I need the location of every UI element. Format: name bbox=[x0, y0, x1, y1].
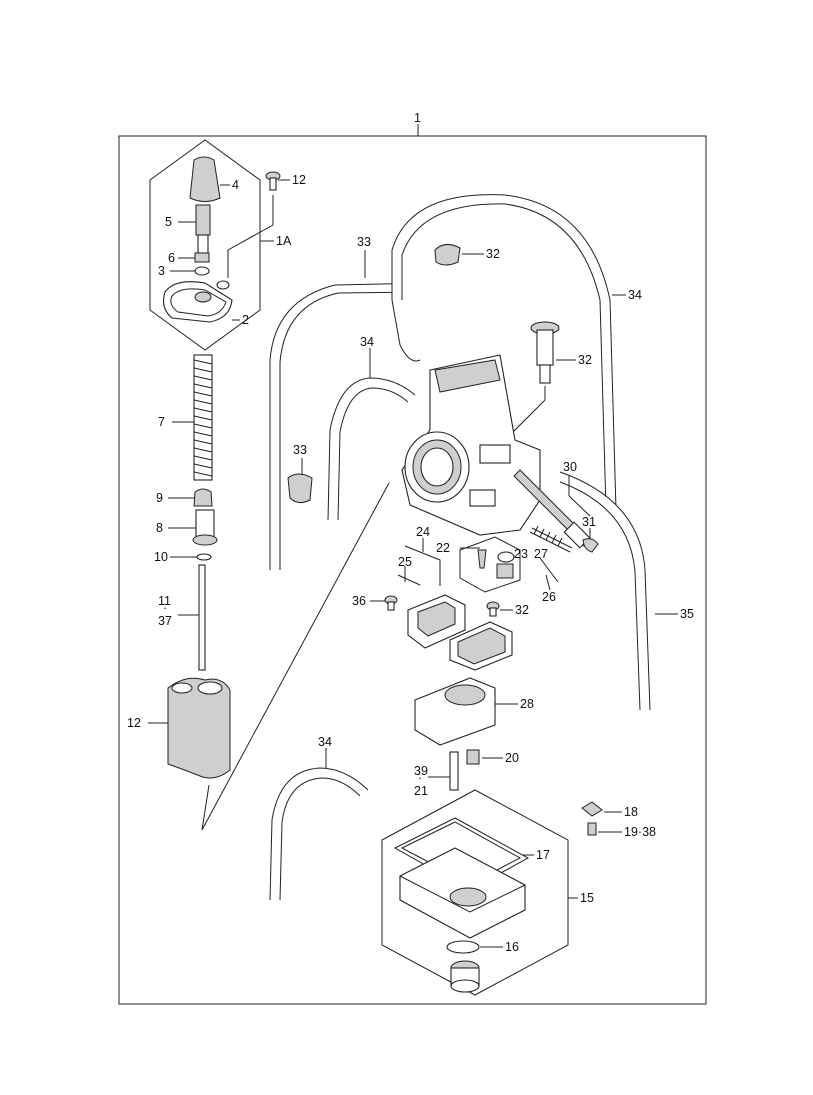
part-starter-plunger bbox=[530, 321, 560, 384]
part-main-jet bbox=[449, 751, 459, 791]
callout-19-38: 20 bbox=[505, 751, 519, 765]
svg-text:·: · bbox=[163, 601, 167, 615]
callout-13: 12 bbox=[292, 173, 306, 187]
callout-16: 17 bbox=[536, 848, 550, 862]
callout-7: 7 bbox=[158, 415, 165, 429]
callout-4: 4 bbox=[232, 178, 239, 192]
part-float-bowl bbox=[399, 847, 526, 939]
callout-31: 32 bbox=[515, 603, 529, 617]
drain-hose-35 bbox=[269, 767, 369, 901]
callout-1: 1 bbox=[414, 111, 421, 125]
sub-assembly-1a-outline bbox=[149, 139, 261, 351]
float-bowl-kit-outline bbox=[381, 789, 569, 996]
callout-25: 28 bbox=[520, 697, 534, 711]
callout-18: 19·38 bbox=[624, 825, 656, 839]
vent-hose-34-left bbox=[327, 377, 416, 521]
callout-39: 21 bbox=[414, 784, 428, 798]
part-cable-cap bbox=[189, 156, 221, 202]
callout-11: 11 bbox=[158, 594, 171, 608]
callout-36: 36 bbox=[352, 594, 366, 608]
part-float bbox=[407, 594, 513, 671]
part-jet-needle bbox=[198, 564, 206, 671]
part-throttle-valve bbox=[167, 677, 231, 779]
part-hose-clip-upper bbox=[434, 244, 461, 266]
callout-12: 12 bbox=[127, 716, 141, 730]
callout-5: 5 bbox=[165, 215, 172, 229]
callout-34a: 34 bbox=[360, 335, 374, 349]
callout-27: 27 bbox=[534, 547, 548, 561]
callout-33a: 33 bbox=[357, 235, 371, 249]
part-drain-plug bbox=[450, 960, 480, 993]
callout-32b: 33 bbox=[293, 443, 307, 457]
callout-28: 30 bbox=[563, 460, 577, 474]
callout-8: 8 bbox=[156, 521, 163, 535]
callout-22: 23 bbox=[514, 547, 528, 561]
callout-20: 39 bbox=[414, 764, 428, 778]
part-float-bowl-body bbox=[414, 677, 496, 746]
part-carburetor-body bbox=[401, 354, 541, 536]
callout-3: 3 bbox=[158, 264, 165, 278]
part-hose-clip-lower bbox=[287, 473, 313, 504]
callout-30: 32 bbox=[578, 353, 592, 367]
callout-32a: 32 bbox=[486, 247, 500, 261]
callout-9: 9 bbox=[156, 491, 163, 505]
callout-33b: 34 bbox=[628, 288, 642, 302]
assembly-frame bbox=[118, 135, 707, 1005]
part-o-ring bbox=[446, 940, 480, 954]
callout-1a: 1A bbox=[276, 234, 292, 248]
callout-15: 16 bbox=[505, 940, 519, 954]
vent-hose-34-right bbox=[559, 471, 651, 711]
callout-35: 34 bbox=[318, 735, 332, 749]
part-pilot-screw-spring bbox=[529, 525, 573, 553]
callout-17: 18 bbox=[624, 805, 638, 819]
callout-37: 37 bbox=[158, 614, 172, 628]
callout-24: 25 bbox=[398, 555, 412, 569]
part-throttle-spring bbox=[193, 354, 213, 481]
callout-26: 26 bbox=[542, 590, 556, 604]
svg-text:·: · bbox=[418, 771, 422, 785]
callout-29: 31 bbox=[582, 515, 596, 529]
callout-34b: 35 bbox=[680, 607, 694, 621]
callout-6: 6 bbox=[168, 251, 175, 265]
callout-14: 15 bbox=[580, 891, 594, 905]
callout-2: 2 bbox=[242, 313, 249, 327]
callout-21: 22 bbox=[436, 541, 450, 555]
callout-10: 10 bbox=[154, 550, 168, 564]
callout-23: 24 bbox=[416, 525, 430, 539]
